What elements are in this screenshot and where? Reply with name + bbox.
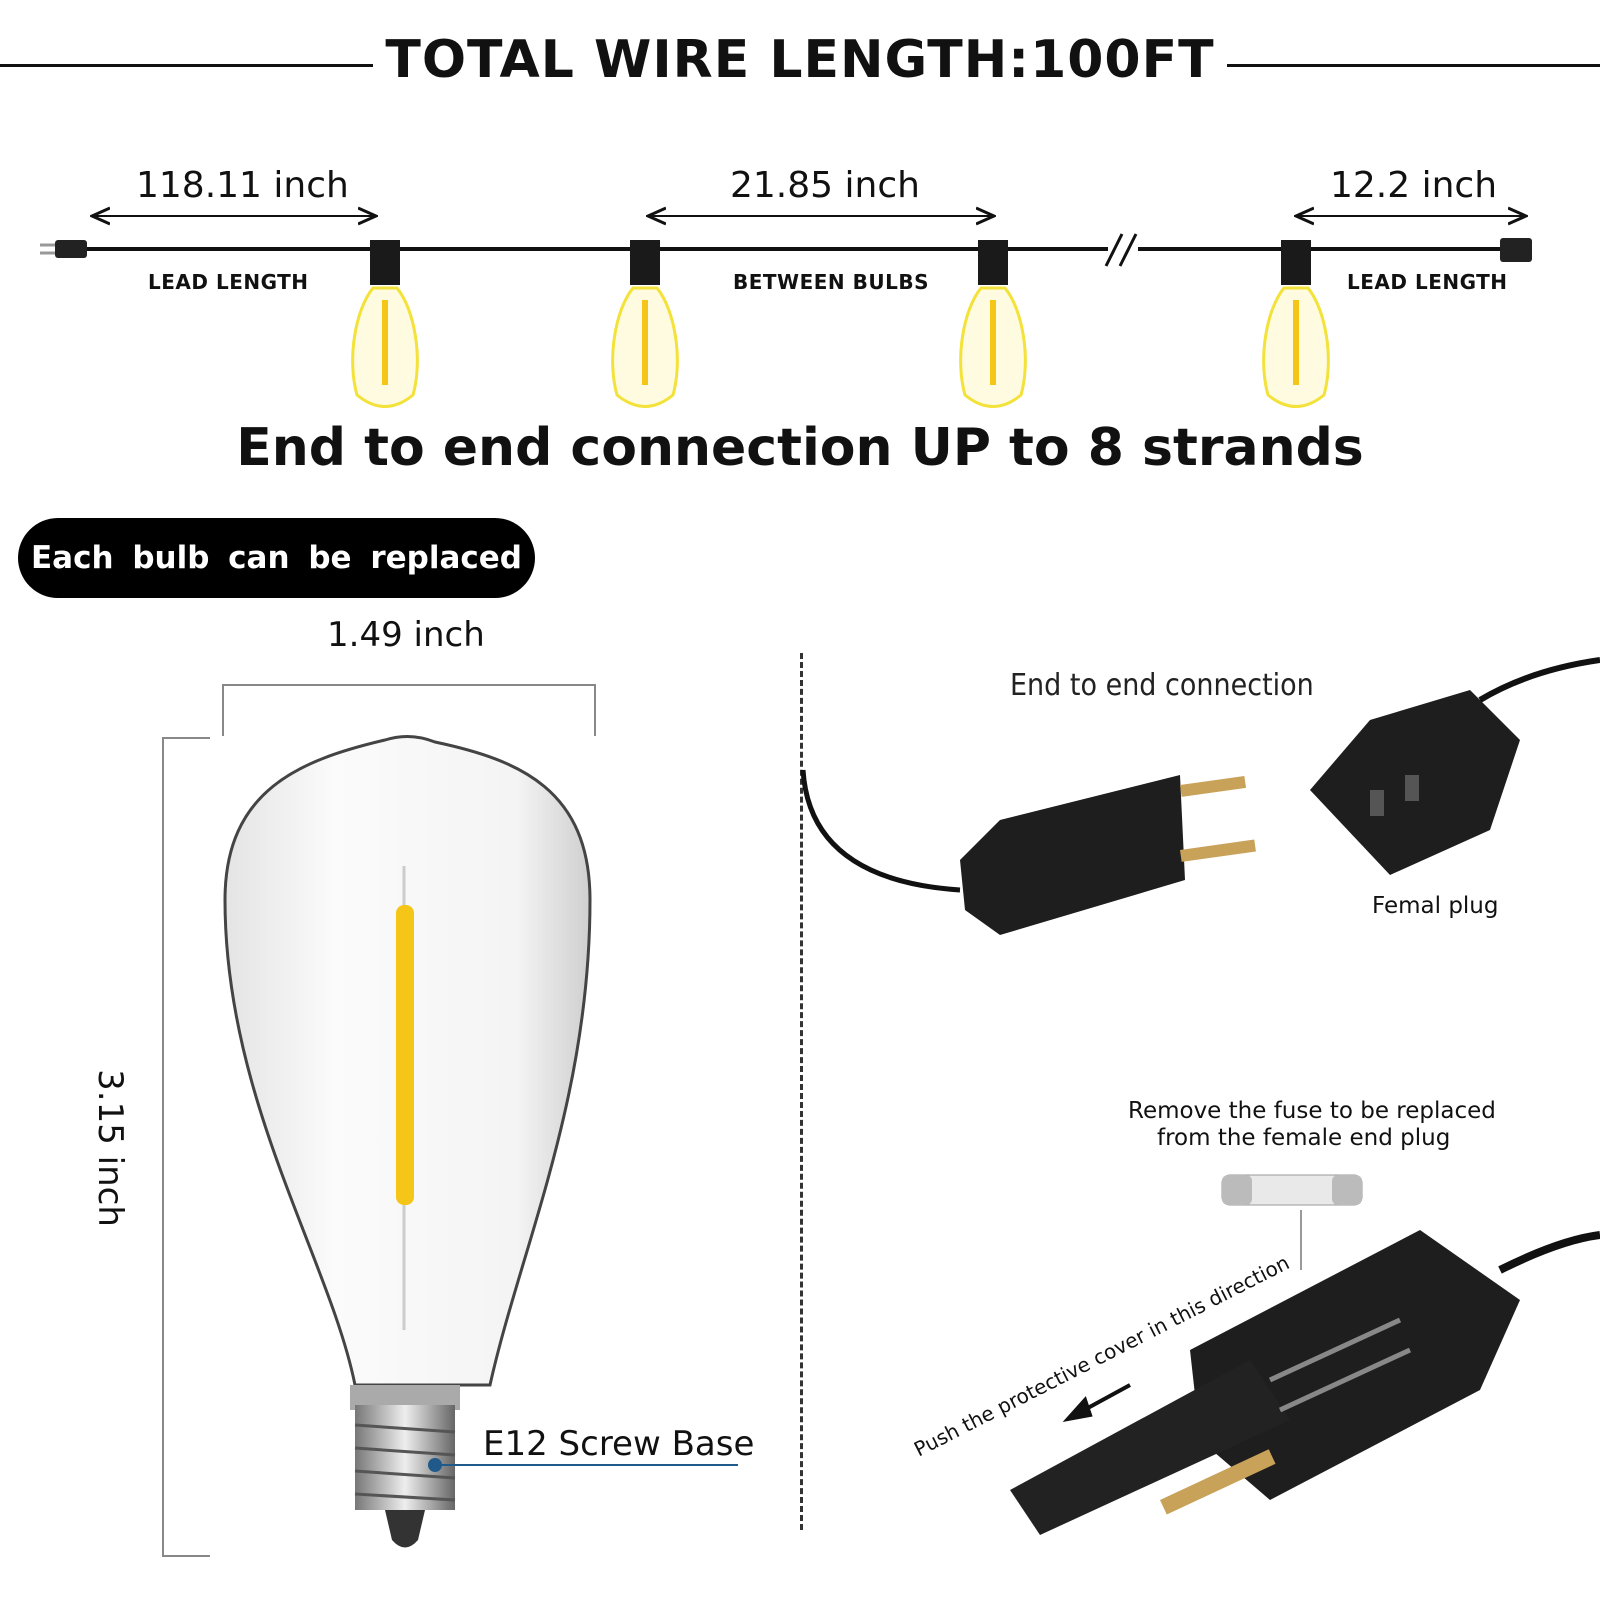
strand-bulb — [1262, 240, 1330, 408]
base-pointer-dot — [428, 1458, 442, 1472]
bulb-height-label: 3.15 inch — [90, 1069, 130, 1227]
lead-length-right-label: LEAD LENGTH — [1347, 270, 1508, 294]
filament — [396, 905, 414, 1205]
strand-bulb — [351, 240, 419, 408]
female-plug — [1310, 657, 1600, 875]
connection-title: End to end connection — [1010, 668, 1314, 703]
divider-dashed — [800, 653, 803, 1530]
push-arrow-icon — [1062, 1383, 1131, 1423]
fuse-icon — [1221, 1174, 1363, 1206]
wire-break-icon — [1104, 233, 1138, 267]
lead-length-left-label: LEAD LENGTH — [148, 270, 309, 294]
fuse-plug-illustration — [1010, 1174, 1600, 1535]
bulb-illustration — [223, 735, 592, 1548]
male-plug-icon — [40, 240, 87, 258]
screw-base — [354, 1405, 456, 1548]
between-bulbs-label: BETWEEN BULBS — [733, 270, 930, 294]
bulb-width-bracket — [222, 684, 596, 736]
headline: End to end connection UP to 8 strands — [236, 418, 1364, 478]
base-pointer-line — [440, 1464, 738, 1466]
strand-diagram — [40, 150, 1532, 408]
between-bulbs-value: 21.85 inch — [730, 165, 920, 206]
fuse-note-line1: Remove the fuse to be replaced — [1128, 1098, 1496, 1124]
fuse-note-line2: from the female end plug — [1157, 1125, 1451, 1151]
title-text: TOTAL WIRE LENGTH:100FT — [373, 30, 1227, 90]
bulb-width-label: 1.49 inch — [327, 615, 485, 655]
page-title: TOTAL WIRE LENGTH:100FT — [0, 30, 1600, 90]
badge-text: Each bulb can be replaced — [30, 540, 522, 576]
strand-bulb — [611, 240, 679, 408]
male-plug — [960, 775, 1256, 935]
female-plug-icon — [1500, 238, 1532, 262]
female-plug-label: Femal plug — [1372, 893, 1499, 919]
lead-length-left-value: 118.11 inch — [136, 165, 349, 206]
strand-bulb — [959, 240, 1027, 408]
replaceable-badge: Each bulb can be replaced — [18, 518, 535, 598]
base-label: E12 Screw Base — [483, 1424, 755, 1464]
lead-length-right-value: 12.2 inch — [1330, 165, 1498, 206]
plugs-illustration — [800, 657, 1600, 935]
bulb-height-bracket — [162, 737, 210, 1557]
